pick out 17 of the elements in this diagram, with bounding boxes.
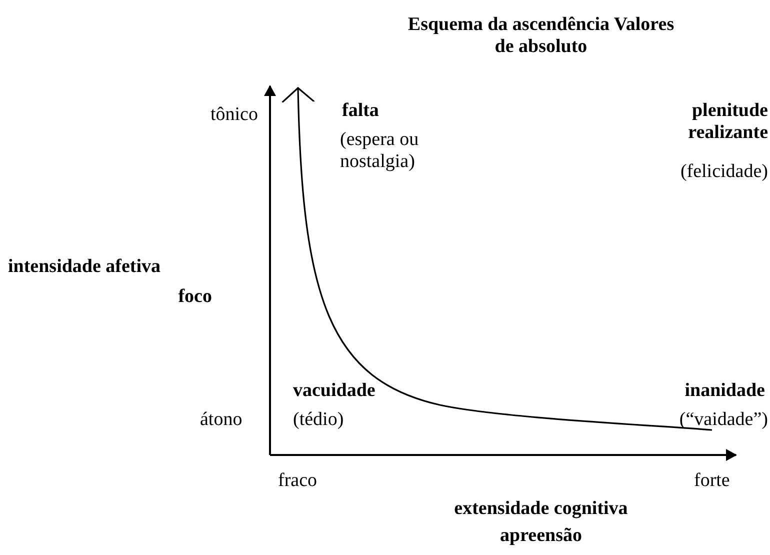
quadrant-label: inanidade: [684, 380, 765, 402]
quadrant-note: (espera ou nostalgia): [340, 129, 420, 173]
quadrant-note: (felicidade): [679, 161, 768, 183]
quadrant-label: plenitude realizante: [687, 100, 768, 144]
axis-tick-label: tônico: [210, 104, 258, 126]
quadrant-note: (tédio): [293, 409, 345, 431]
axis-tick-label: fraco: [278, 470, 318, 492]
axis-title: intensidade afetiva: [8, 256, 162, 278]
axis-title: extensidade cognitiva: [453, 498, 629, 520]
axis-tick-label: forte: [694, 470, 731, 492]
quadrant-note: (“vaidade”): [678, 409, 768, 431]
quadrant-label: falta: [342, 100, 380, 122]
quadrant-label: vacuidade: [293, 380, 376, 402]
axis-tick-label: átono: [200, 409, 244, 431]
axis-title: foco: [177, 286, 212, 308]
axis-title: apreensão: [499, 525, 583, 547]
diagram-title: Esquema da ascendência Valores de absoluto: [406, 14, 676, 58]
